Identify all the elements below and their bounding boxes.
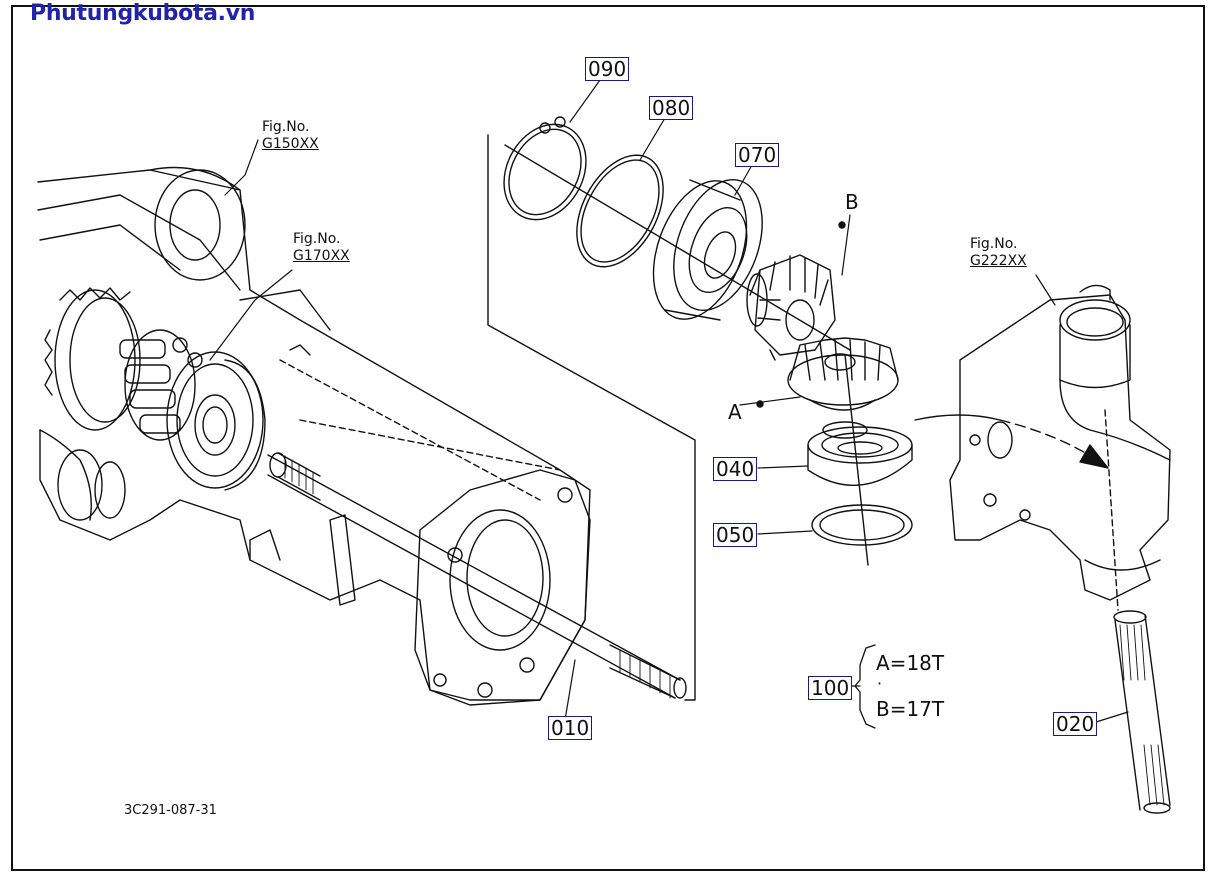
bearing-040: [807, 426, 913, 486]
fig-ref-label: Fig.No.: [293, 231, 341, 247]
tooth-count-a: A=18T: [876, 651, 945, 675]
housing-bearing: [166, 351, 266, 491]
callout-080[interactable]: 080: [649, 96, 694, 120]
shaft-020: [1113, 610, 1171, 814]
fig-ref-g222: Fig.No. G222XX: [970, 236, 1027, 270]
callout-100[interactable]: 100: [808, 676, 853, 700]
o-ring-080: [576, 154, 664, 268]
tooth-count-separator: ·: [877, 674, 883, 693]
gear-label-a: A: [728, 400, 742, 424]
fig-ref-code: G222XX: [970, 253, 1027, 269]
leader-lines: [209, 79, 1129, 723]
callout-090[interactable]: 090: [585, 57, 630, 81]
fig-ref-g170: Fig.No. G170XX: [293, 231, 350, 265]
shim-050: [811, 504, 913, 546]
callout-040[interactable]: 040: [713, 457, 758, 481]
exploded-outline: [487, 134, 696, 701]
center-axis: [504, 144, 869, 566]
fig-ref-label: Fig.No.: [970, 236, 1018, 252]
drawing-number: 3C291-087-31: [124, 803, 217, 818]
fig-ref-label: Fig.No.: [262, 119, 310, 135]
callout-010[interactable]: 010: [548, 716, 593, 740]
brand-watermark: Phutungkubota.vn: [30, 1, 256, 26]
assembly-arrow: [914, 414, 1109, 469]
callout-070[interactable]: 070: [735, 143, 780, 167]
diagram-border: [11, 5, 1205, 871]
axle-shaft-010: [267, 452, 687, 699]
bevel-gear-a: [787, 337, 899, 439]
callout-050[interactable]: 050: [713, 523, 758, 547]
housing-gears: [44, 287, 203, 441]
tooth-count-b: B=17T: [876, 697, 945, 721]
brace-100: [854, 644, 876, 729]
fig-ref-code: G150XX: [262, 136, 319, 152]
front-axle-housing: [949, 284, 1171, 611]
bevel-gear-b: [746, 254, 836, 361]
gear-label-b: B: [845, 190, 859, 214]
fig-ref-g150: Fig.No. G150XX: [262, 119, 319, 153]
bearing-070: [652, 178, 763, 321]
callout-020[interactable]: 020: [1053, 712, 1098, 736]
fig-ref-code: G170XX: [293, 248, 350, 264]
snap-ring-090: [503, 116, 587, 221]
